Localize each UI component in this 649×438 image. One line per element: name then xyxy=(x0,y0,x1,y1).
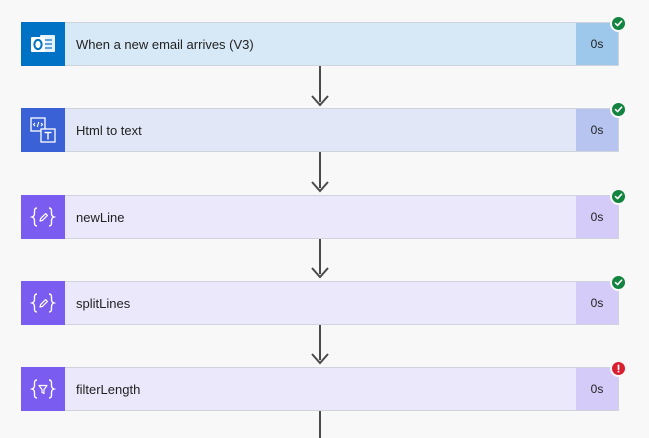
step-icon-box xyxy=(21,108,65,152)
step-duration: 0s xyxy=(576,368,618,410)
arrow-down-icon xyxy=(311,267,329,279)
step-icon-box xyxy=(21,195,65,239)
success-check-icon xyxy=(610,101,627,118)
html-to-text-icon xyxy=(30,117,56,143)
filter-array-icon xyxy=(30,379,56,399)
flow-connector xyxy=(319,66,321,102)
step-label: newLine xyxy=(76,209,125,225)
step-duration: 0s xyxy=(576,109,618,151)
step-card-newline[interactable]: newLine 0s xyxy=(21,188,627,239)
step-label: splitLines xyxy=(76,295,131,311)
variable-edit-icon xyxy=(30,207,56,227)
step-duration: 0s xyxy=(576,282,618,324)
success-check-icon xyxy=(610,188,627,205)
arrow-down-icon xyxy=(311,181,329,193)
step-card-when-new-email-arrives[interactable]: When a new email arrives (V3) 0s xyxy=(21,15,627,66)
step-icon-box xyxy=(21,281,65,325)
step-card-html-to-text[interactable]: Html to text 0s xyxy=(21,101,627,152)
step-duration: 0s xyxy=(576,196,618,238)
outlook-icon xyxy=(31,35,55,52)
success-check-icon xyxy=(610,274,627,291)
flow-connector xyxy=(319,239,321,274)
flow-connector xyxy=(319,152,321,188)
error-exclamation-icon xyxy=(610,360,627,377)
variable-edit-icon xyxy=(30,293,56,313)
step-card-filterlength[interactable]: filterLength 0s xyxy=(21,360,627,411)
arrow-down-icon xyxy=(311,95,329,107)
step-icon-box xyxy=(21,22,65,66)
flow-connector xyxy=(319,325,321,360)
step-icon-box xyxy=(21,367,65,411)
step-label: filterLength xyxy=(76,381,141,397)
step-label: When a new email arrives (V3) xyxy=(76,36,254,52)
step-card-splitlines[interactable]: splitLines 0s xyxy=(21,274,627,325)
step-label: Html to text xyxy=(76,122,142,138)
step-duration: 0s xyxy=(576,23,618,65)
arrow-down-icon xyxy=(311,353,329,365)
flow-connector xyxy=(319,411,321,438)
success-check-icon xyxy=(610,15,627,32)
